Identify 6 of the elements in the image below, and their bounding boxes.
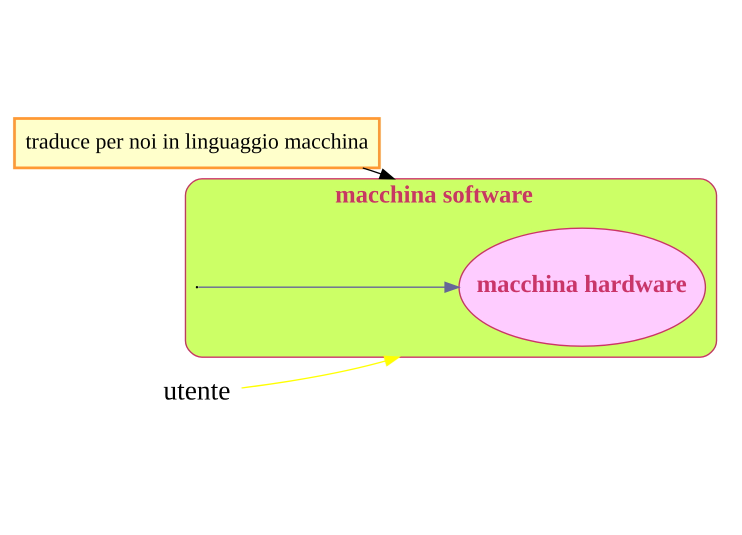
arrow [198, 280, 461, 292]
arrow [362, 166, 396, 180]
node-text: utente [163, 375, 230, 406]
arrow [242, 355, 401, 388]
node-box: traduce per noi in linguaggio macchina [13, 116, 381, 169]
node-ellipse: macchina hardware [458, 227, 706, 346]
